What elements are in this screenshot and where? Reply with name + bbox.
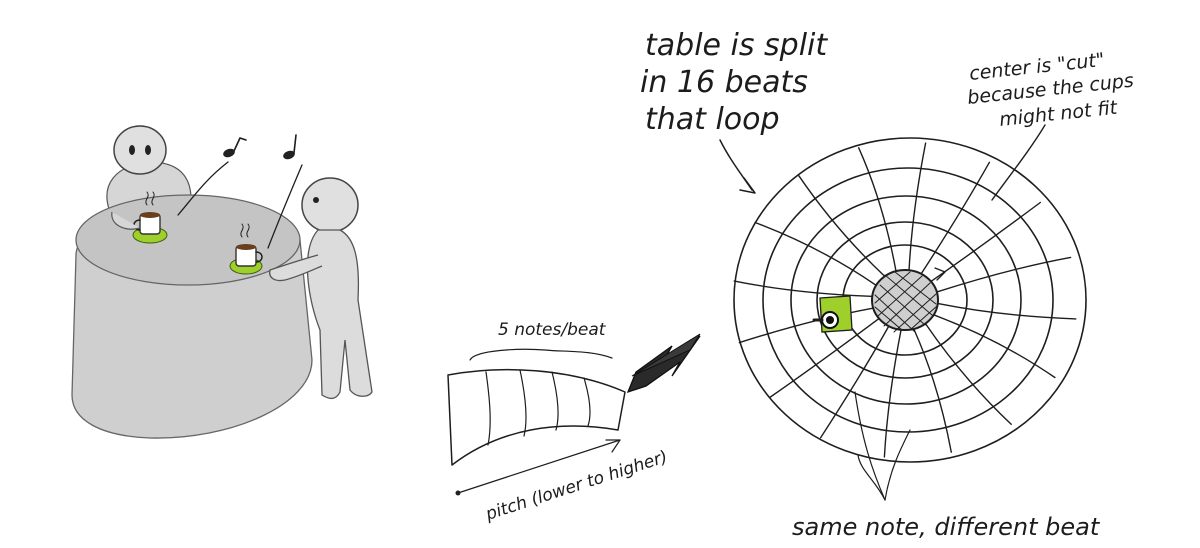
beat-spoke <box>858 147 897 271</box>
split-label-2: in 16 beats <box>640 65 808 100</box>
beat-spoke <box>819 326 889 439</box>
table-illustration <box>71 125 373 439</box>
split-label-3: that loop <box>645 102 780 137</box>
pitch-label: pitch (lower to higher) <box>482 447 670 525</box>
music-note-icon <box>283 134 297 160</box>
beat-segment-diagram <box>447 348 626 496</box>
beat-spoke <box>798 175 885 277</box>
beat-spoke <box>921 161 991 274</box>
beat-spoke <box>937 256 1072 293</box>
notes-per-beat-label: 5 notes/beat <box>498 320 607 340</box>
beat-spoke <box>733 280 872 297</box>
coffee-cup-icon <box>812 311 839 329</box>
front-person <box>269 177 373 400</box>
table-top-diagram <box>733 137 1087 501</box>
beat-spoke <box>738 307 873 344</box>
beat-spoke <box>925 323 1012 425</box>
coffee-cup-icon <box>132 191 168 244</box>
split-label-1: table is split <box>645 28 828 63</box>
same-note-label: same note, different beat <box>792 513 1101 541</box>
music-note-icon <box>223 137 247 158</box>
beat-spoke <box>908 142 927 270</box>
beat-spoke <box>913 329 952 453</box>
annotation-text: table is split in 16 beats that loop cen… <box>482 28 1134 541</box>
beat-spoke <box>769 318 879 399</box>
beat-spoke <box>933 314 1056 379</box>
arrow-icon <box>626 333 701 394</box>
coffee-cup-icon <box>229 223 263 275</box>
beat-spoke <box>754 221 877 286</box>
beat-spoke <box>883 330 902 458</box>
back-person <box>106 125 192 213</box>
beat-spoke <box>931 201 1041 282</box>
table-top <box>75 194 301 286</box>
cut-center <box>871 269 939 331</box>
beat-spoke <box>938 303 1077 320</box>
